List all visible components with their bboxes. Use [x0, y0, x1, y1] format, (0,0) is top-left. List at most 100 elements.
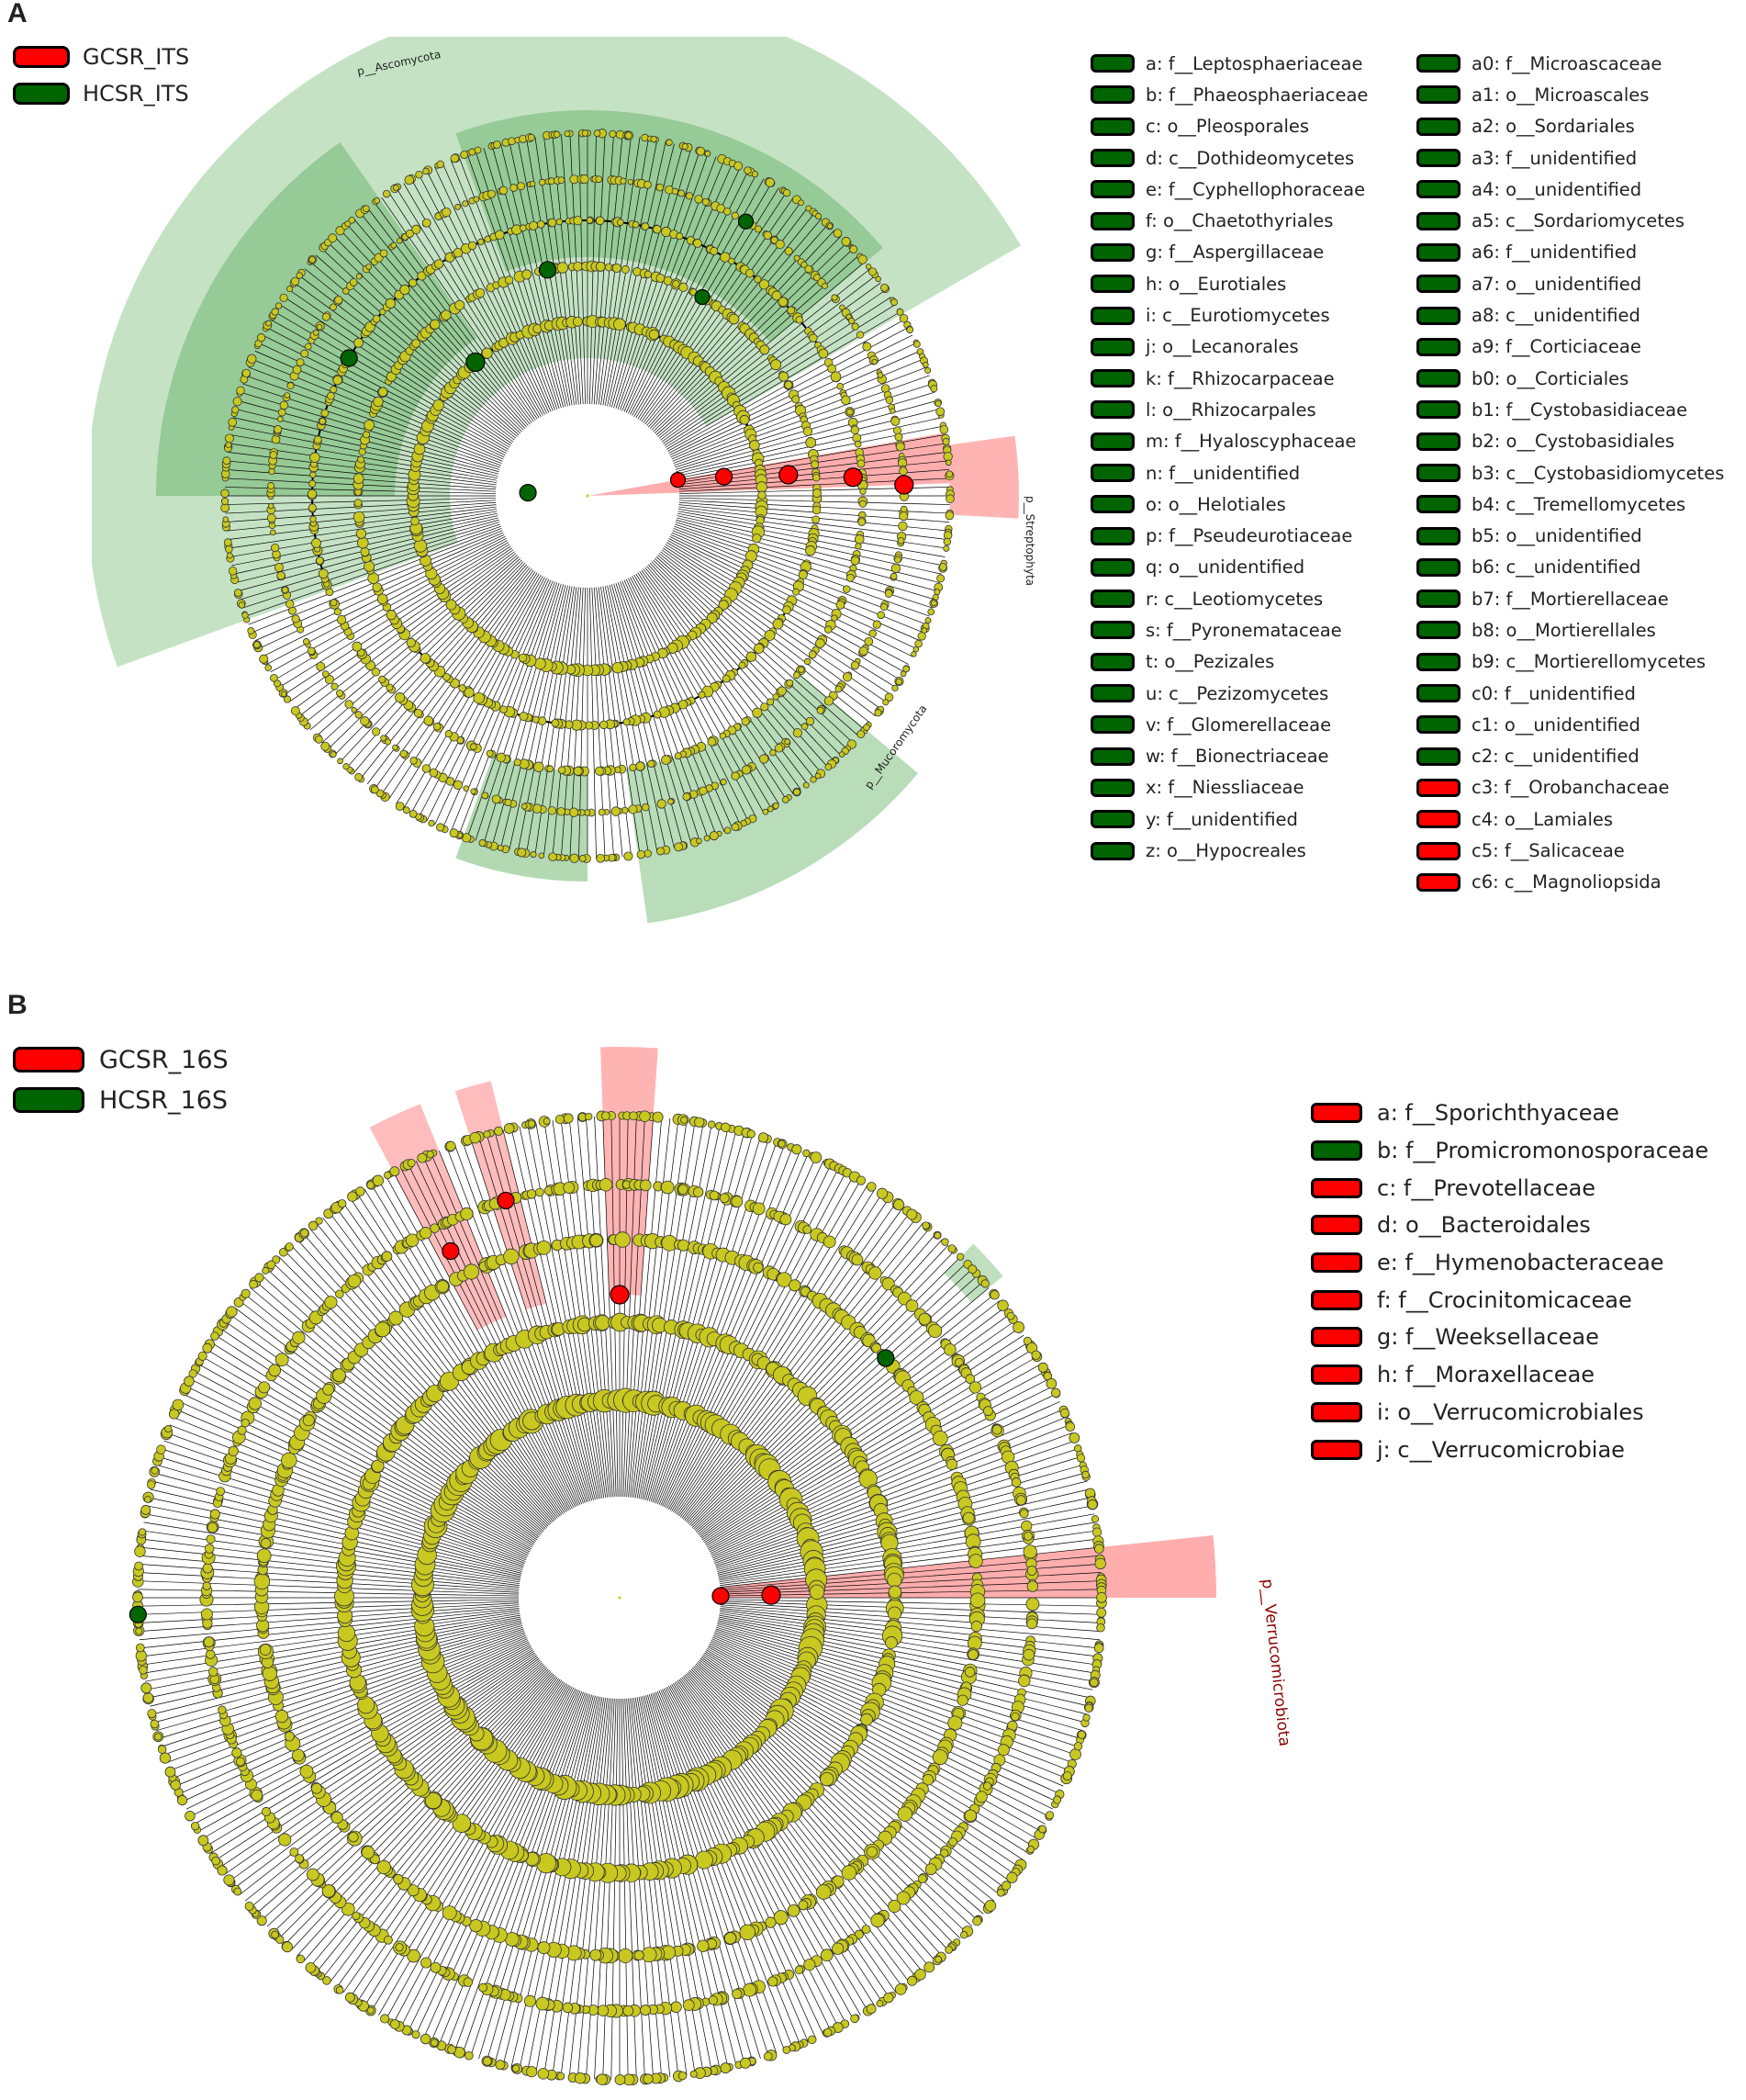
tree-node [624, 131, 632, 140]
legend-item: c1: o__unidentified [1416, 709, 1724, 740]
tree-node [867, 267, 878, 276]
branch-line [700, 1656, 1010, 1881]
tree-node [241, 1288, 251, 1298]
tree-node [812, 489, 822, 498]
biomarker-node [877, 1349, 895, 1367]
legend-swatch [1091, 211, 1135, 230]
tree-node [342, 287, 350, 295]
tree-node [520, 224, 527, 232]
branch-line [206, 1349, 533, 1546]
legend-swatch [1091, 778, 1135, 797]
legend-item: w: f__Bionectriaceae [1091, 741, 1368, 772]
tree-node [811, 473, 821, 482]
tree-node [680, 1116, 688, 1124]
tree-node [596, 853, 606, 863]
legend-label: q: o__unidentified [1146, 556, 1305, 578]
tree-node [811, 460, 820, 469]
tree-node [271, 434, 281, 444]
tree-node [879, 602, 889, 612]
legend-item: b: f__Promicromonosporaceae [1311, 1132, 1708, 1170]
tree-node [740, 2057, 752, 2069]
tree-node [997, 1744, 1010, 1757]
tree-node [411, 2030, 420, 2039]
branch-line [718, 1497, 1091, 1578]
tree-node [891, 684, 899, 691]
tree-node [504, 275, 514, 285]
tree-node [868, 1266, 882, 1280]
tree-node [283, 695, 292, 703]
tree-node [661, 755, 671, 765]
tree-node [405, 1233, 420, 1248]
tree-node [347, 1191, 358, 1202]
tree-node [547, 806, 557, 815]
tree-node [436, 823, 445, 832]
tree-node [395, 802, 405, 811]
tree-node [1076, 1454, 1086, 1463]
branch-line [676, 1680, 890, 1998]
tree-node [888, 1585, 902, 1599]
tree-node [332, 375, 342, 386]
branch-line [685, 1673, 936, 1962]
tree-node [135, 1627, 143, 1635]
branch-line [626, 1117, 654, 1498]
tree-node [692, 1186, 704, 1197]
branch-line [156, 1464, 523, 1571]
tree-node [236, 386, 245, 396]
tree-node [1053, 1795, 1062, 1804]
legend-swatch [1091, 242, 1135, 262]
tree-node [924, 366, 932, 374]
tree-node [463, 1977, 474, 1987]
branch-line [290, 1671, 552, 1951]
biomarker-node [761, 1585, 781, 1605]
branch-line [658, 1690, 809, 2042]
tree-node [694, 195, 703, 204]
tree-node [826, 223, 834, 230]
branch-line [153, 1623, 522, 1724]
tree-node [850, 2014, 859, 2024]
tree-node [453, 780, 464, 790]
tree-node [442, 672, 451, 681]
branch-line [173, 1417, 527, 1561]
branch-line [454, 1144, 586, 1503]
tree-node [496, 752, 506, 763]
tree-node [360, 716, 370, 726]
legend-item: p: f__Pseudeurotiaceae [1091, 520, 1368, 551]
tree-node [803, 657, 811, 666]
legend-label: a1: o__Microascales [1472, 84, 1650, 106]
tree-node [142, 1692, 154, 1703]
tree-node [749, 440, 760, 451]
tree-node [355, 528, 367, 539]
branch-line [309, 1675, 555, 1968]
tree-node [597, 2005, 610, 2016]
tree-node [865, 264, 872, 270]
tree-node [249, 1279, 258, 1289]
tree-node [943, 537, 952, 546]
tree-node [833, 229, 843, 238]
branch-line [316, 1676, 557, 1973]
branch-line [709, 1378, 1049, 1553]
legend-item: b6: c__unidentified [1416, 552, 1724, 583]
tree-node [449, 828, 459, 838]
tree-node [409, 278, 418, 287]
tree-node [364, 560, 375, 572]
legend-label: a7: o__unidentified [1472, 273, 1642, 295]
tree-node [914, 639, 923, 648]
tree-node [872, 620, 881, 629]
branch-line [716, 1456, 1081, 1569]
branch-line [142, 1611, 520, 1666]
tree-node [720, 252, 731, 263]
tree-node [1096, 1623, 1105, 1633]
tree-node [784, 247, 793, 256]
tree-node [636, 849, 645, 859]
legend-label: a6: f__unidentified [1472, 241, 1638, 264]
tree-node [232, 397, 242, 407]
tree-node [578, 855, 587, 862]
tree-node [599, 720, 609, 730]
branch-line [668, 1686, 854, 2020]
tree-node [441, 309, 452, 320]
legend-label: x: f__Niessliaceae [1146, 777, 1304, 799]
tree-node [330, 682, 339, 691]
tree-node [547, 218, 557, 228]
legend-label: y: f__unidentified [1146, 808, 1298, 830]
tree-node [285, 1242, 294, 1252]
